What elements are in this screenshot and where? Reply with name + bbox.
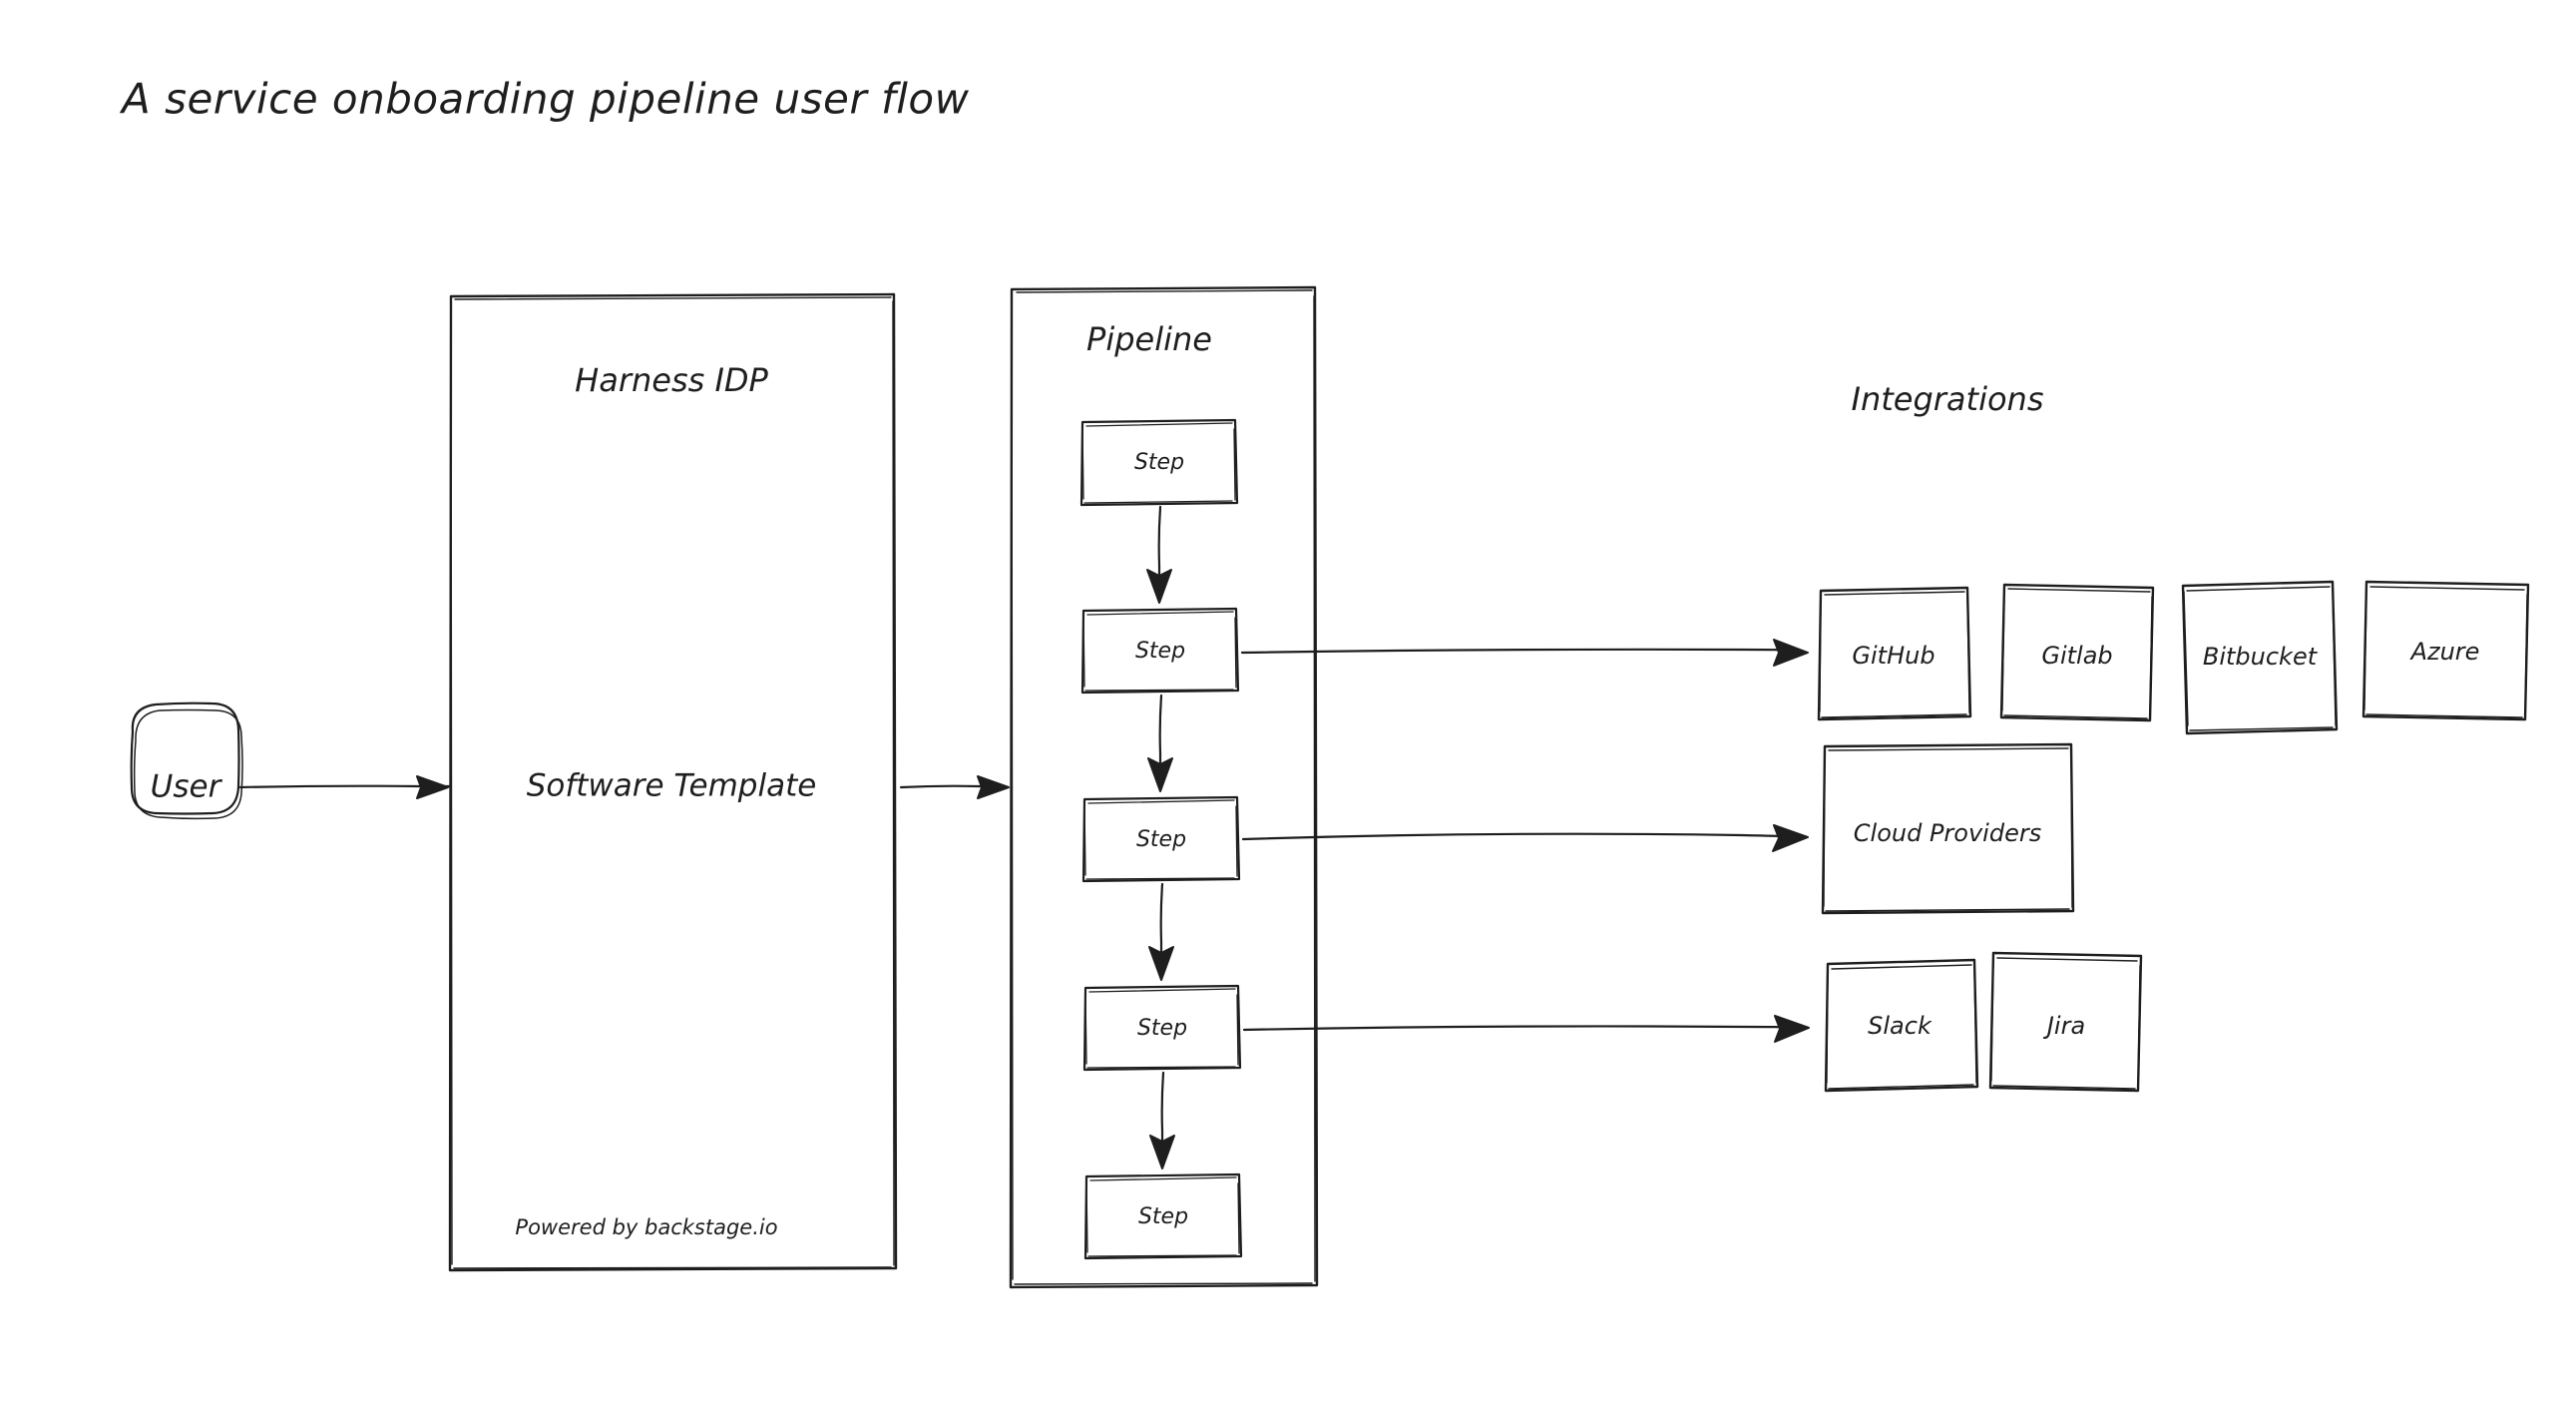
integration-jira[interactable]: Jira xyxy=(1988,951,2143,1093)
arrow-step2-to-source-control xyxy=(1240,639,1809,667)
harness-idp-title: Harness IDP xyxy=(575,361,768,399)
powered-by-backstage-label: Powered by backstage.io xyxy=(515,1215,777,1239)
pipeline-step-5[interactable]: Step xyxy=(1083,1172,1243,1260)
node-user[interactable]: User xyxy=(130,701,243,820)
software-template-label: Software Template xyxy=(527,768,817,804)
pipeline-step-3[interactable]: Step xyxy=(1081,795,1241,883)
step-3-label: Step xyxy=(1136,827,1186,852)
arrow-step3-to-step4 xyxy=(1148,882,1174,981)
arrow-step3-to-cloud xyxy=(1241,824,1809,852)
pipeline-step-1[interactable]: Step xyxy=(1079,418,1239,507)
pipeline-title: Pipeline xyxy=(1086,320,1212,358)
container-pipeline[interactable]: Pipeline Step Step xyxy=(1009,285,1319,1289)
pipeline-step-4[interactable]: Step xyxy=(1082,984,1242,1072)
bitbucket-label: Bitbucket xyxy=(2203,643,2319,671)
arrow-step4-to-step5 xyxy=(1149,1071,1175,1169)
integration-gitlab[interactable]: Gitlab xyxy=(1999,583,2155,722)
arrow-step4-to-collaboration xyxy=(1242,1015,1810,1043)
arrow-step2-to-step3 xyxy=(1147,694,1173,792)
integration-cloud-providers[interactable]: Cloud Providers xyxy=(1821,742,2075,915)
user-label: User xyxy=(151,769,223,805)
gitlab-label: Gitlab xyxy=(2041,642,2112,670)
arrow-step1-to-step2 xyxy=(1146,505,1172,604)
page-title: A service onboarding pipeline user flow xyxy=(119,75,970,124)
container-harness-idp[interactable]: Harness IDP Software Template Powered by… xyxy=(448,292,898,1272)
cloud-providers-label: Cloud Providers xyxy=(1854,819,2041,847)
integration-slack[interactable]: Slack xyxy=(1824,958,1979,1093)
step-4-label: Step xyxy=(1137,1016,1187,1041)
github-label: GitHub xyxy=(1852,642,1934,670)
step-1-label: Step xyxy=(1134,450,1184,475)
pipeline-step-2[interactable]: Step xyxy=(1080,607,1240,695)
slack-label: Slack xyxy=(1868,1012,1932,1040)
integrations-title: Integrations xyxy=(1852,380,2044,418)
step-2-label: Step xyxy=(1135,639,1185,664)
arrow-user-to-harness xyxy=(238,775,457,799)
step-5-label: Step xyxy=(1138,1204,1188,1229)
azure-label: Azure xyxy=(2409,638,2480,666)
integration-github[interactable]: GitHub xyxy=(1817,586,1972,721)
integration-azure[interactable]: Azure xyxy=(2361,580,2530,721)
arrow-harness-to-pipeline xyxy=(899,775,1010,799)
jira-label: Jira xyxy=(2043,1012,2085,1040)
integration-bitbucket[interactable]: Bitbucket xyxy=(2181,580,2339,735)
